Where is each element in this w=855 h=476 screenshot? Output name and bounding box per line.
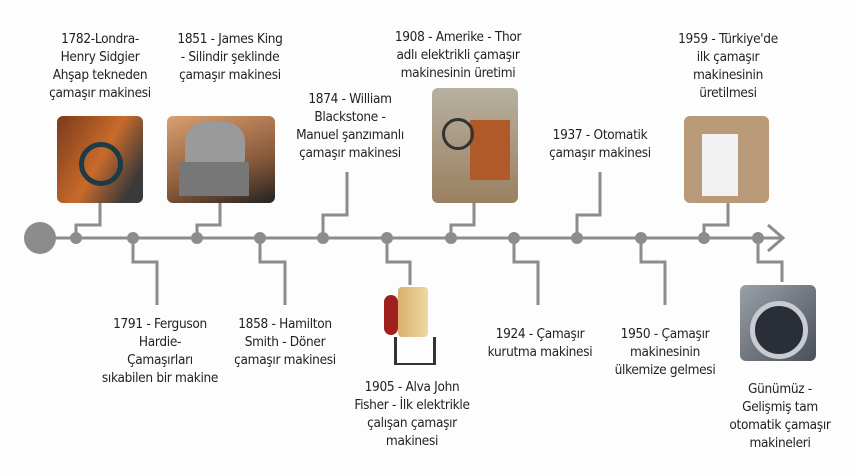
event-label-line: 1874 - William: [308, 91, 392, 107]
node: [127, 232, 139, 244]
event-label-line: makinesinin: [692, 67, 764, 83]
event-label-line: Günümüz -: [748, 381, 812, 397]
event-label-line: 1858 - Hamilton: [238, 316, 332, 332]
node: [571, 232, 583, 244]
event-label-1950: 1950 - Çamaşır makinesinin ülkemize gelmes…: [615, 325, 716, 379]
node: [445, 232, 457, 244]
event-label-gunumuz: Günümüz - Gelişmiş tam otomatik çamaşır mak…: [729, 380, 831, 452]
event-label-line: çamaşır makinesi: [49, 85, 151, 101]
event-label-line: Fisher - İlk elektrikle: [354, 397, 470, 413]
node: [254, 232, 266, 244]
event-label-line: - Silindir şeklinde: [180, 49, 280, 65]
connector-1937: [575, 172, 602, 238]
event-label-line: 1905 - Alva John: [364, 379, 460, 395]
start-circle: [24, 222, 56, 254]
node: [635, 232, 647, 244]
event-label-line: üretilmesi: [699, 85, 757, 101]
event-label-line: çamaşır makinesi: [234, 352, 336, 368]
event-label-line: çamaşır makinesi: [179, 67, 281, 83]
connector-1874: [321, 172, 349, 238]
connector-1851: [195, 203, 222, 238]
event-label-line: Çamaşırları: [127, 352, 193, 368]
event-label-line: sıkabilen bir makine: [101, 370, 219, 386]
event-label-line: makinesinin: [629, 344, 701, 360]
event-label-line: 1924 - Çamaşır: [495, 326, 585, 342]
connector-gunumuz: [756, 238, 784, 282]
event-label-line: çalışan çamaşır: [367, 415, 457, 431]
event-label-line: Ahşap tekneden: [52, 67, 148, 83]
event-label-1959: 1959 - Türkiye'de ilk çamaşır makinesinin ü…: [678, 30, 778, 102]
event-label-line: çamaşır makinesi: [549, 145, 651, 161]
event-label-line: 1782-Londra-: [61, 31, 139, 47]
connector-1782: [74, 203, 102, 238]
event-label-1851: 1851 - James King - Silindir şeklinde çama…: [177, 30, 282, 84]
event-label-line: kurutma makinesi: [487, 344, 593, 360]
event-label-line: 1908 - Amerike - Thor: [394, 29, 522, 45]
event-label-line: adlı elektrikli çamaşır: [396, 47, 520, 63]
event-label-line: 1937 - Otomatik: [552, 127, 648, 143]
connector-1950: [639, 238, 667, 305]
event-label-line: Hardie-: [138, 334, 182, 350]
event-label-1924: 1924 - Çamaşır kurutma makinesi: [488, 325, 593, 361]
event-label-line: ülkemize gelmesi: [614, 362, 716, 378]
event-label-line: otomatik çamaşır: [729, 417, 831, 433]
event-label-line: çamaşır makinesi: [299, 145, 401, 161]
node: [70, 232, 82, 244]
node: [508, 232, 520, 244]
node: [191, 232, 203, 244]
wooden-washtub-photo: [57, 116, 143, 203]
event-label-line: 1791 - Ferguson: [113, 316, 207, 332]
electric-washer-photo: [380, 285, 440, 365]
connector-1908: [449, 203, 476, 238]
connector-1959: [702, 203, 730, 238]
node: [752, 232, 764, 244]
event-label-line: ilk çamaşır: [696, 49, 760, 65]
event-label-line: Smith - Döner: [244, 334, 326, 350]
event-label-line: makinesinin üretimi: [400, 65, 516, 81]
connector-1924: [512, 238, 540, 305]
connector-1791: [131, 238, 159, 305]
event-label-line: Blackstone -: [314, 109, 386, 125]
modern-washer-photo: [740, 285, 816, 361]
connector-1858: [258, 238, 287, 305]
event-label-line: Henry Sidgier: [60, 49, 140, 65]
connector-1905: [385, 238, 412, 285]
turkish-washer-photo: [684, 116, 769, 203]
event-label-line: Manuel şanzımanlı: [296, 127, 404, 143]
event-label-1908: 1908 - Amerike - Thor adlı elektrikli çam…: [394, 28, 522, 82]
event-label-line: makineleri: [749, 435, 811, 451]
node: [317, 232, 329, 244]
node: [381, 232, 393, 244]
event-label-line: Gelişmiş tam: [742, 399, 818, 415]
event-label-line: 1851 - James King: [177, 31, 283, 47]
arrow-head: [767, 223, 786, 253]
event-label-line: 1959 - Türkiye'de: [678, 31, 778, 47]
event-label-1937: 1937 - Otomatik çamaşır makinesi: [549, 126, 651, 162]
node: [698, 232, 710, 244]
thor-washer-photo: [432, 88, 518, 203]
event-label-line: makinesi: [385, 433, 439, 449]
cylinder-washer-photo: [167, 116, 275, 203]
event-label-line: 1950 - Çamaşır: [620, 326, 710, 342]
